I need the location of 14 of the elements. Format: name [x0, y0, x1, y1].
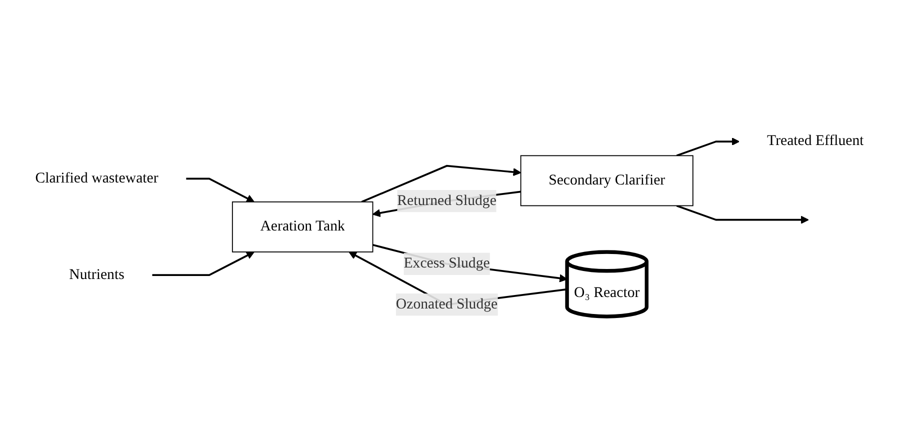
edge-label: Ozonated Sludge: [396, 296, 498, 312]
arrow: [676, 137, 740, 157]
node-text: Clarified wastewater: [35, 170, 158, 186]
arrow: [186, 178, 254, 202]
edge-label: Excess Sludge: [404, 256, 490, 272]
node-box: Secondary Clarifier: [520, 155, 694, 206]
arrow: [152, 252, 254, 276]
edge-label: Returned Sludge: [397, 192, 496, 208]
node-text: Treated Effluent: [767, 133, 864, 149]
node-box: Aeration Tank: [232, 201, 374, 252]
node-text: Nutrients: [69, 266, 124, 283]
arrow: [676, 204, 809, 224]
arrow: [361, 164, 522, 203]
arrow: [372, 244, 568, 282]
